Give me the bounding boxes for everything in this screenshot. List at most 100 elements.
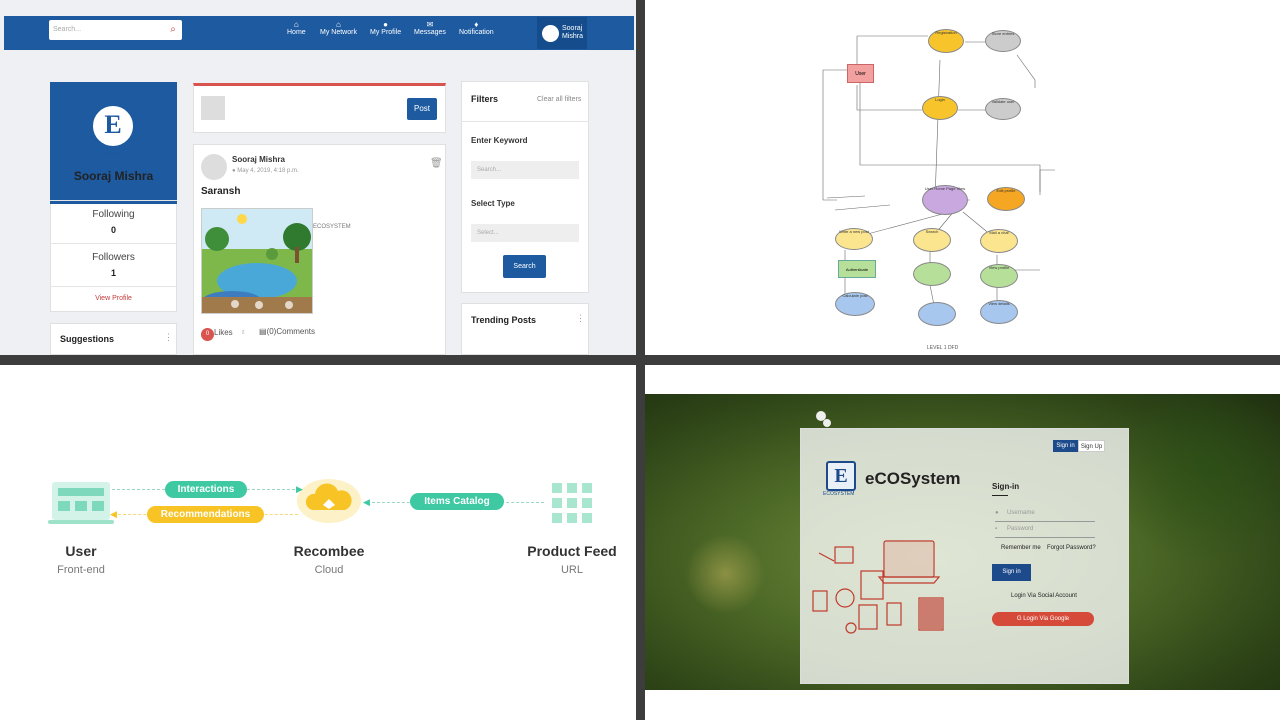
node-search: Search [913, 228, 951, 252]
nav-label: Notification [459, 29, 494, 36]
heading-underline [992, 495, 1008, 496]
post-image[interactable] [201, 208, 313, 314]
node-mail-chat: Mail a chat [980, 229, 1018, 253]
followers-count: 1 [110, 268, 116, 278]
post-time: ● May 4, 2019, 4:18 p.m. [232, 168, 299, 174]
user-icon: ● [995, 510, 999, 516]
cloud-icon [297, 479, 361, 523]
type-label: Select Type [471, 199, 515, 208]
lock-icon: ▪ [995, 526, 998, 532]
mail-icon: ✉ [426, 20, 434, 29]
suggestions-title: Suggestions [60, 334, 115, 344]
logo-caption: ESYST [104, 152, 122, 158]
keyword-label: Enter Keyword [471, 136, 528, 145]
node-user-home: User Home Page View [922, 185, 968, 215]
nav-label: Messages [414, 29, 446, 36]
followers-label: Followers [92, 252, 135, 263]
search-input[interactable]: Search... [49, 20, 182, 40]
username-input[interactable]: ● Username [995, 510, 1095, 522]
user-subtitle: Front-end [57, 564, 105, 576]
filter-search-button[interactable]: Search [503, 255, 546, 278]
office-illustration [812, 540, 944, 634]
arrow-left-icon: ◀ [363, 497, 370, 507]
following-label: Following [92, 209, 135, 220]
diagram-footer: LEVEL 1 DFD [927, 345, 959, 351]
nav-label: My Network [320, 29, 357, 36]
home-icon: ⌂ [293, 20, 299, 29]
comments-label: (0)Comments [266, 327, 316, 336]
more-icon[interactable]: ⋮ [576, 313, 585, 323]
brand-logo-icon: E [826, 461, 856, 491]
google-login-button[interactable]: G Login Via Google [992, 612, 1094, 626]
tab-signup[interactable]: Sign Up [1078, 440, 1105, 452]
post-button[interactable]: Post [407, 98, 437, 120]
forgot-password-link[interactable]: Forgot Password? [1047, 545, 1096, 551]
login-screenshot: Sign in Sign Up E ECOSYSTEM eCOSystem Si… [645, 365, 1280, 720]
avatar [542, 25, 559, 42]
node-view-profile-b: View profile [980, 264, 1018, 288]
items-catalog-pill: Items Catalog [410, 493, 504, 510]
post-author[interactable]: Sooraj Mishra [232, 155, 285, 164]
nav-label: My Profile [370, 29, 402, 36]
post-image-caption: ECOSYSTEM [313, 224, 351, 230]
user-chip-name: Sooraj Mishra [562, 25, 584, 40]
signin-heading: Sign-in [992, 482, 1020, 491]
clock-icon: ● [232, 168, 238, 174]
google-icon: G [1016, 616, 1024, 622]
comments-link[interactable]: ▤(0)Comments [259, 327, 315, 336]
comment-icon: ▤ [259, 327, 267, 336]
arrow-left-icon: ◀ [110, 509, 117, 519]
remember-me-checkbox[interactable]: Remember me [1001, 545, 1041, 551]
logo-e-icon: E [104, 110, 122, 139]
node-registration: Registration [928, 29, 964, 53]
search-icon[interactable]: ⌕ [170, 24, 176, 35]
more-icon[interactable]: ⋮ [164, 332, 173, 342]
password-placeholder: Password [1007, 526, 1034, 532]
nav-my-profile[interactable]: ●My Profile [370, 20, 401, 36]
filters-title: Filters [471, 94, 499, 104]
divider [50, 243, 177, 244]
signin-button[interactable]: Sign in [992, 564, 1031, 581]
google-button-label: Login Via Google [1023, 616, 1070, 622]
composer-avatar [201, 96, 225, 120]
user-title: User [65, 543, 97, 559]
type-select[interactable]: Select... [471, 224, 579, 242]
arrow-right-icon: ▶ [296, 484, 303, 494]
divider [461, 121, 589, 122]
keyword-input[interactable]: Search... [471, 161, 579, 179]
likes-label[interactable]: Likes [214, 328, 233, 337]
recombee-flow: ▶ ◀ ◀ Interactions Recommendations Items… [0, 365, 636, 720]
user-entity: User [847, 64, 874, 83]
node-store-entries: Store entries [985, 30, 1021, 52]
nav-notification[interactable]: ♦Notification [459, 20, 494, 36]
node-calculate-post: Calculate post [835, 292, 875, 316]
like-thumb-icon[interactable]: ♁ [240, 327, 246, 336]
ecosystem-logo [90, 103, 136, 149]
post-composer [193, 83, 446, 133]
laptop-base [48, 520, 114, 524]
clear-filters-link[interactable]: Clear all filters [537, 96, 582, 103]
network-icon: ⌂ [336, 20, 341, 29]
cloud-title: Recombee [293, 543, 365, 559]
nav-label: Home [287, 29, 306, 36]
tab-signin[interactable]: Sign in [1053, 440, 1078, 452]
view-profile-link[interactable]: View Profile [95, 295, 132, 302]
nav-my-network[interactable]: ⌂My Network [320, 20, 357, 36]
password-input[interactable]: ▪ Password [995, 526, 1095, 538]
recommendations-pill: Recommendations [147, 506, 264, 523]
bubble [816, 411, 826, 421]
nav-home[interactable]: ⌂Home [287, 20, 306, 36]
node-validate-user: Validate user [985, 98, 1021, 120]
post-title: Saransh [201, 186, 241, 197]
node-view-details: View details [980, 300, 1018, 324]
feed-title: Product Feed [527, 543, 617, 559]
trash-icon[interactable]: 🗑 [430, 158, 443, 169]
nav-messages[interactable]: ✉Messages [414, 20, 446, 36]
brand-sub: ECOSYSTEM [823, 491, 855, 497]
product-grid-icon [552, 483, 594, 523]
node-view-profile-a [913, 262, 951, 286]
interactions-pill: Interactions [165, 481, 247, 498]
username-placeholder: Username [1007, 510, 1035, 516]
user-menu[interactable]: Sooraj Mishra [537, 17, 587, 49]
bell-icon: ♦ [474, 20, 479, 29]
